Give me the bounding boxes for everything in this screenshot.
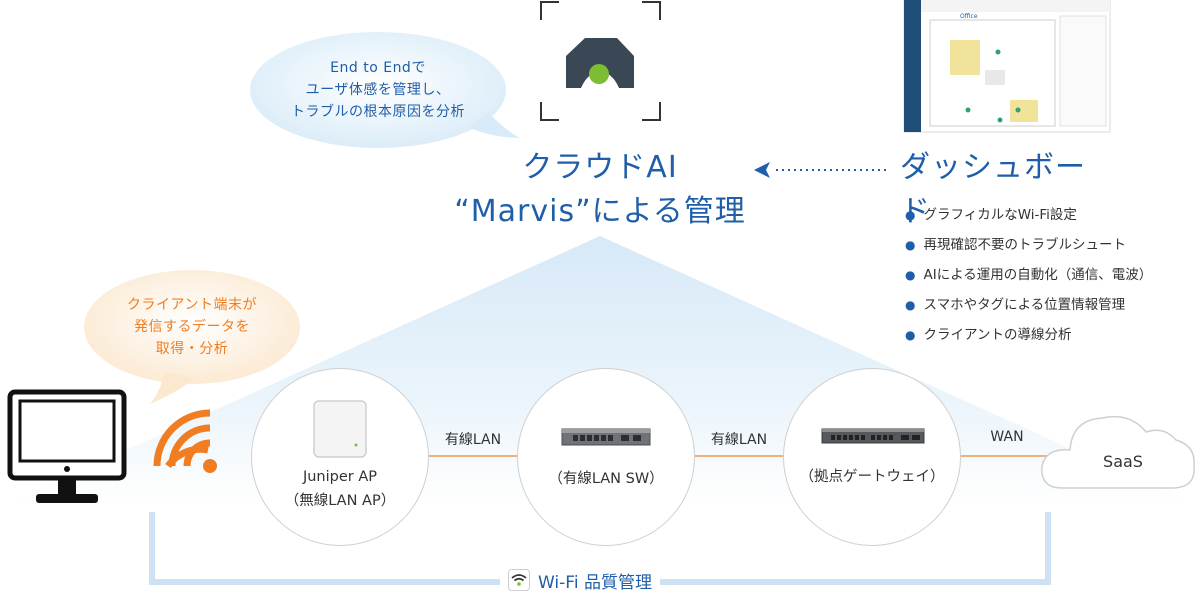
bullet-icon: ● [905,298,916,312]
marvis-logo-icon [566,38,634,88]
node-label-line2: （無線LAN AP） [284,493,396,509]
feature-text: クライアントの導線分析 [923,327,1072,343]
switch-device-icon [561,428,651,446]
gateway-node: （拠点ゲートウェイ） [783,368,961,546]
feature-item: ● クライアントの導線分析 [905,320,1152,350]
cloud-speech-bubble [250,32,520,148]
gateway-device-icon [821,428,925,444]
feature-item: ● グラフィカルなWi-Fi設定 [905,200,1152,230]
dashboard-title: ダッシュボード [900,150,1086,229]
client-bubble-line: クライアント端末が [127,297,257,313]
cloud-bubble-text: End to Endで ユーザ体感を管理し、 トラブルの根本原因を分析 [268,57,488,123]
link-label-wired-2: 有線LAN [710,432,768,448]
dashboard-screenshot-header: Office [960,13,978,20]
marvis-title-line2: “Marvis”による管理 [454,194,746,229]
link-label-wan: WAN [990,429,1024,445]
juniper-ap-node: Juniper AP （無線LAN AP） [251,368,429,546]
marvis-title: クラウドAI “Marvis”による管理 [440,146,760,234]
gateway-label: （拠点ゲートウェイ） [783,465,961,489]
link-label-wired-1: 有線LAN [444,432,502,448]
saas-cloud-icon [1041,415,1195,489]
client-bubble-line: 発信するデータを [134,319,250,335]
wireless-signal-dot [203,459,217,473]
feature-item: ● AIによる運用の自動化（通信、電波） [905,260,1152,290]
feature-text: スマホやタグによる位置情報管理 [923,297,1126,313]
pc-monitor-icon [7,389,127,503]
wired-switch-node: （有線LAN SW） [517,368,695,546]
feature-item: ● スマホやタグによる位置情報管理 [905,290,1152,320]
wired-switch-label: （有線LAN SW） [517,467,695,491]
wireless-signal-arcs [153,409,211,467]
juniper-ap-label: Juniper AP （無線LAN AP） [251,465,429,513]
saas-label: SaaS [1103,452,1143,471]
marvis-logo-frame [540,1,661,121]
node-label-line1: Juniper AP [302,469,378,485]
bullet-icon: ● [905,238,916,252]
client-speech-bubble [84,270,300,404]
bullet-icon: ● [905,208,916,222]
wifi-icon [508,569,530,591]
dashboard-feature-list: ● グラフィカルなWi-Fi設定 ● 再現確認不要のトラブルシュート ● AIによる運… [905,200,1152,350]
access-point-icon [313,400,367,458]
node-label-line1: （拠点ゲートウェイ） [799,469,945,485]
client-bubble-line: 取得・分析 [155,341,229,357]
dashboard-to-marvis-arrow [754,162,890,178]
bullet-icon: ● [905,268,916,282]
wifi-quality-text: Wi-Fi 品質管理 [538,572,652,593]
wifi-quality-label: Wi-Fi 品質管理 [500,566,660,594]
node-label-line1: （有線LAN SW） [548,471,664,487]
bullet-icon: ● [905,328,916,342]
marvis-title-line1: クラウドAI [522,150,678,185]
cloud-bubble-line: トラブルの根本原因を分析 [291,104,465,120]
cloud-bubble-line: ユーザ体感を管理し、 [305,82,451,98]
feature-text: 再現確認不要のトラブルシュート [923,237,1126,253]
client-bubble-text: クライアント端末が 発信するデータを 取得・分析 [92,294,292,360]
cloud-bubble-line: End to Endで [330,60,426,76]
feature-text: グラフィカルなWi-Fi設定 [923,207,1077,223]
dashboard-screenshot [903,0,1111,133]
feature-item: ● 再現確認不要のトラブルシュート [905,230,1152,260]
feature-text: AIによる運用の自動化（通信、電波） [923,267,1153,283]
